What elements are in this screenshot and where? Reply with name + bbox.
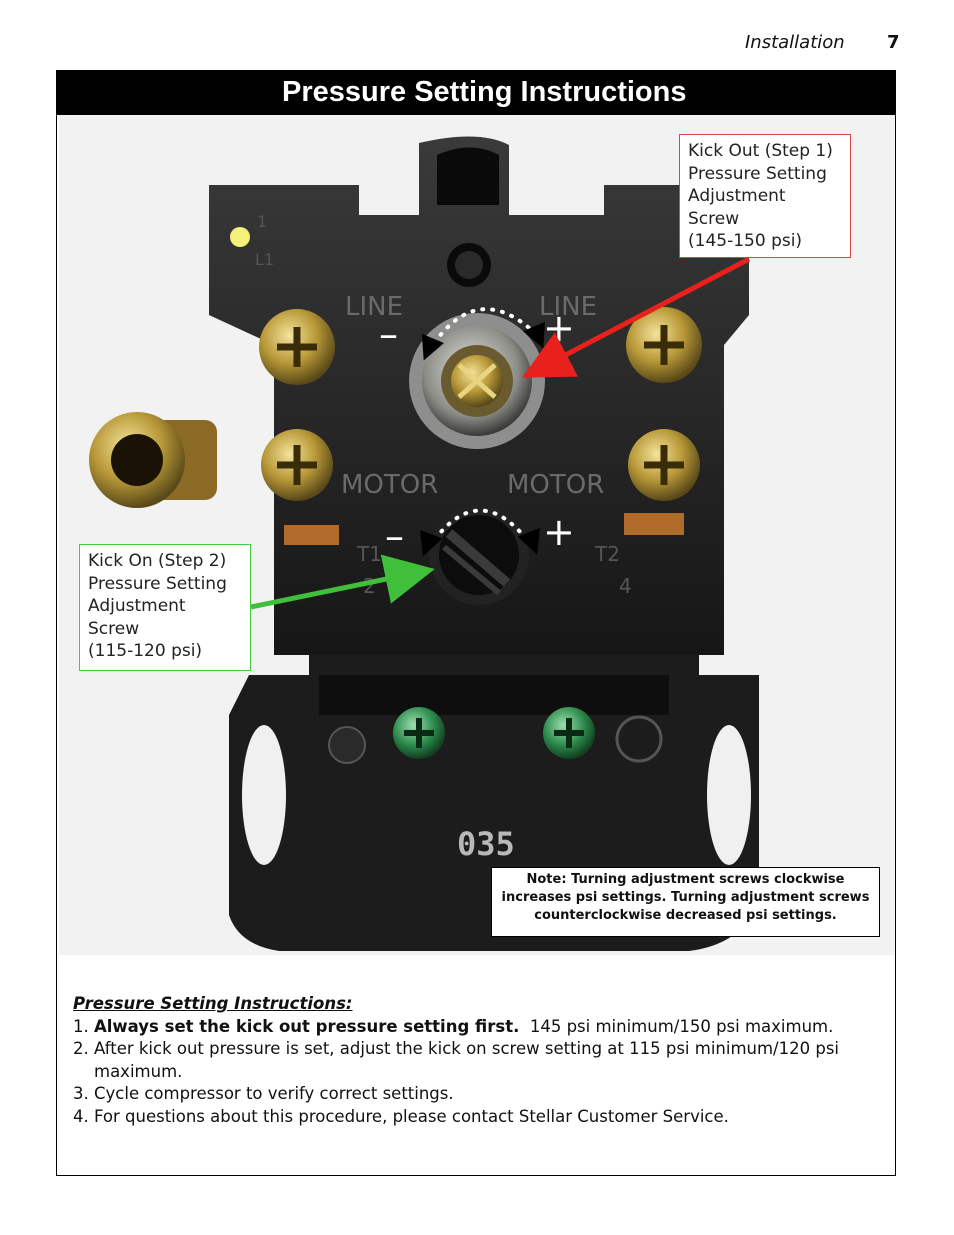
page-number: 7 (887, 32, 900, 53)
step-number: 1. (73, 1016, 89, 1036)
pressure-switch-photo: 1 L1 LINE LINE MOTOR MOTOR T1 T2 2 4 (59, 115, 895, 955)
step-number: 2. (73, 1039, 89, 1058)
kick-on-adjustment-screw (429, 505, 529, 605)
adjustment-note: Note: Turning adjustment screws clockwis… (491, 867, 880, 937)
t1-number: 2 (363, 574, 376, 598)
plus-sign-top: + (543, 306, 575, 350)
running-header: Installation 7 (700, 32, 900, 54)
brass-fitting (89, 412, 217, 508)
terminal-screw-line-right (626, 307, 702, 383)
kick-out-pointer-arrow (522, 256, 751, 378)
t2-label: T2 (594, 542, 620, 566)
step-text: 145 psi minimum/150 psi maximum. (519, 1016, 834, 1036)
minus-sign-bottom: – (385, 514, 404, 558)
kick-out-callout: Kick Out (Step 1) Pressure Setting Adjus… (679, 134, 851, 258)
kick-on-callout: Kick On (Step 2) Pressure Setting Adjust… (79, 544, 251, 671)
terminal-screw-line-left (259, 309, 335, 385)
t2-number: 4 (619, 574, 632, 598)
bracket-screw-right (543, 707, 595, 759)
page-title: Pressure Setting Instructions (282, 76, 687, 108)
bracket-screw-left (393, 707, 445, 759)
instruction-step: 2. After kick out pressure is set, adjust… (73, 1038, 883, 1083)
step-number: 4. (73, 1106, 89, 1126)
minus-sign-top: – (379, 312, 398, 356)
section-name: Installation (745, 32, 845, 53)
t1-label: T1 (356, 542, 382, 566)
title-banner: Pressure Setting Instructions (57, 71, 895, 115)
instruction-step: 1.Always set the kick out pressure setti… (73, 1016, 883, 1039)
part-number: 035 (457, 825, 515, 863)
step-text: For questions about this procedure, plea… (94, 1106, 729, 1126)
instruction-step: 3. Cycle compressor to verify correct set… (73, 1083, 883, 1106)
motor-label-right: MOTOR (507, 470, 604, 500)
kick-on-pointer-arrow (250, 554, 435, 610)
step-number: 3. (73, 1084, 89, 1103)
terminal-screw-motor-left (261, 429, 333, 501)
plus-sign-bottom: + (543, 510, 575, 554)
motor-label-left: MOTOR (341, 470, 438, 500)
step-text: Cycle compressor to verify correct setti… (94, 1084, 454, 1103)
line-label-right: LINE (539, 292, 597, 322)
instruction-panel: Pressure Setting Instructions (56, 70, 896, 1176)
l1-top-label: 1 (257, 212, 267, 231)
pressure-switch-illustration: 1 L1 LINE LINE MOTOR MOTOR T1 T2 2 4 (89, 136, 759, 951)
instructions-heading: Pressure Setting Instructions: (73, 994, 353, 1013)
instructions-section: Pressure Setting Instructions: 1.Always … (73, 993, 883, 1128)
step-text: After kick out pressure is set, adjust t… (94, 1039, 840, 1081)
instructions-list: 1.Always set the kick out pressure setti… (73, 1016, 883, 1129)
instruction-step: 4.For questions about this procedure, pl… (73, 1106, 883, 1129)
terminal-screw-motor-right (628, 429, 700, 501)
line-label-left: LINE (345, 292, 403, 322)
step-emphasis: Always set the kick out pressure setting… (94, 1016, 520, 1036)
kick-out-adjustment-screw (409, 313, 545, 449)
l1-label: L1 (255, 250, 274, 269)
